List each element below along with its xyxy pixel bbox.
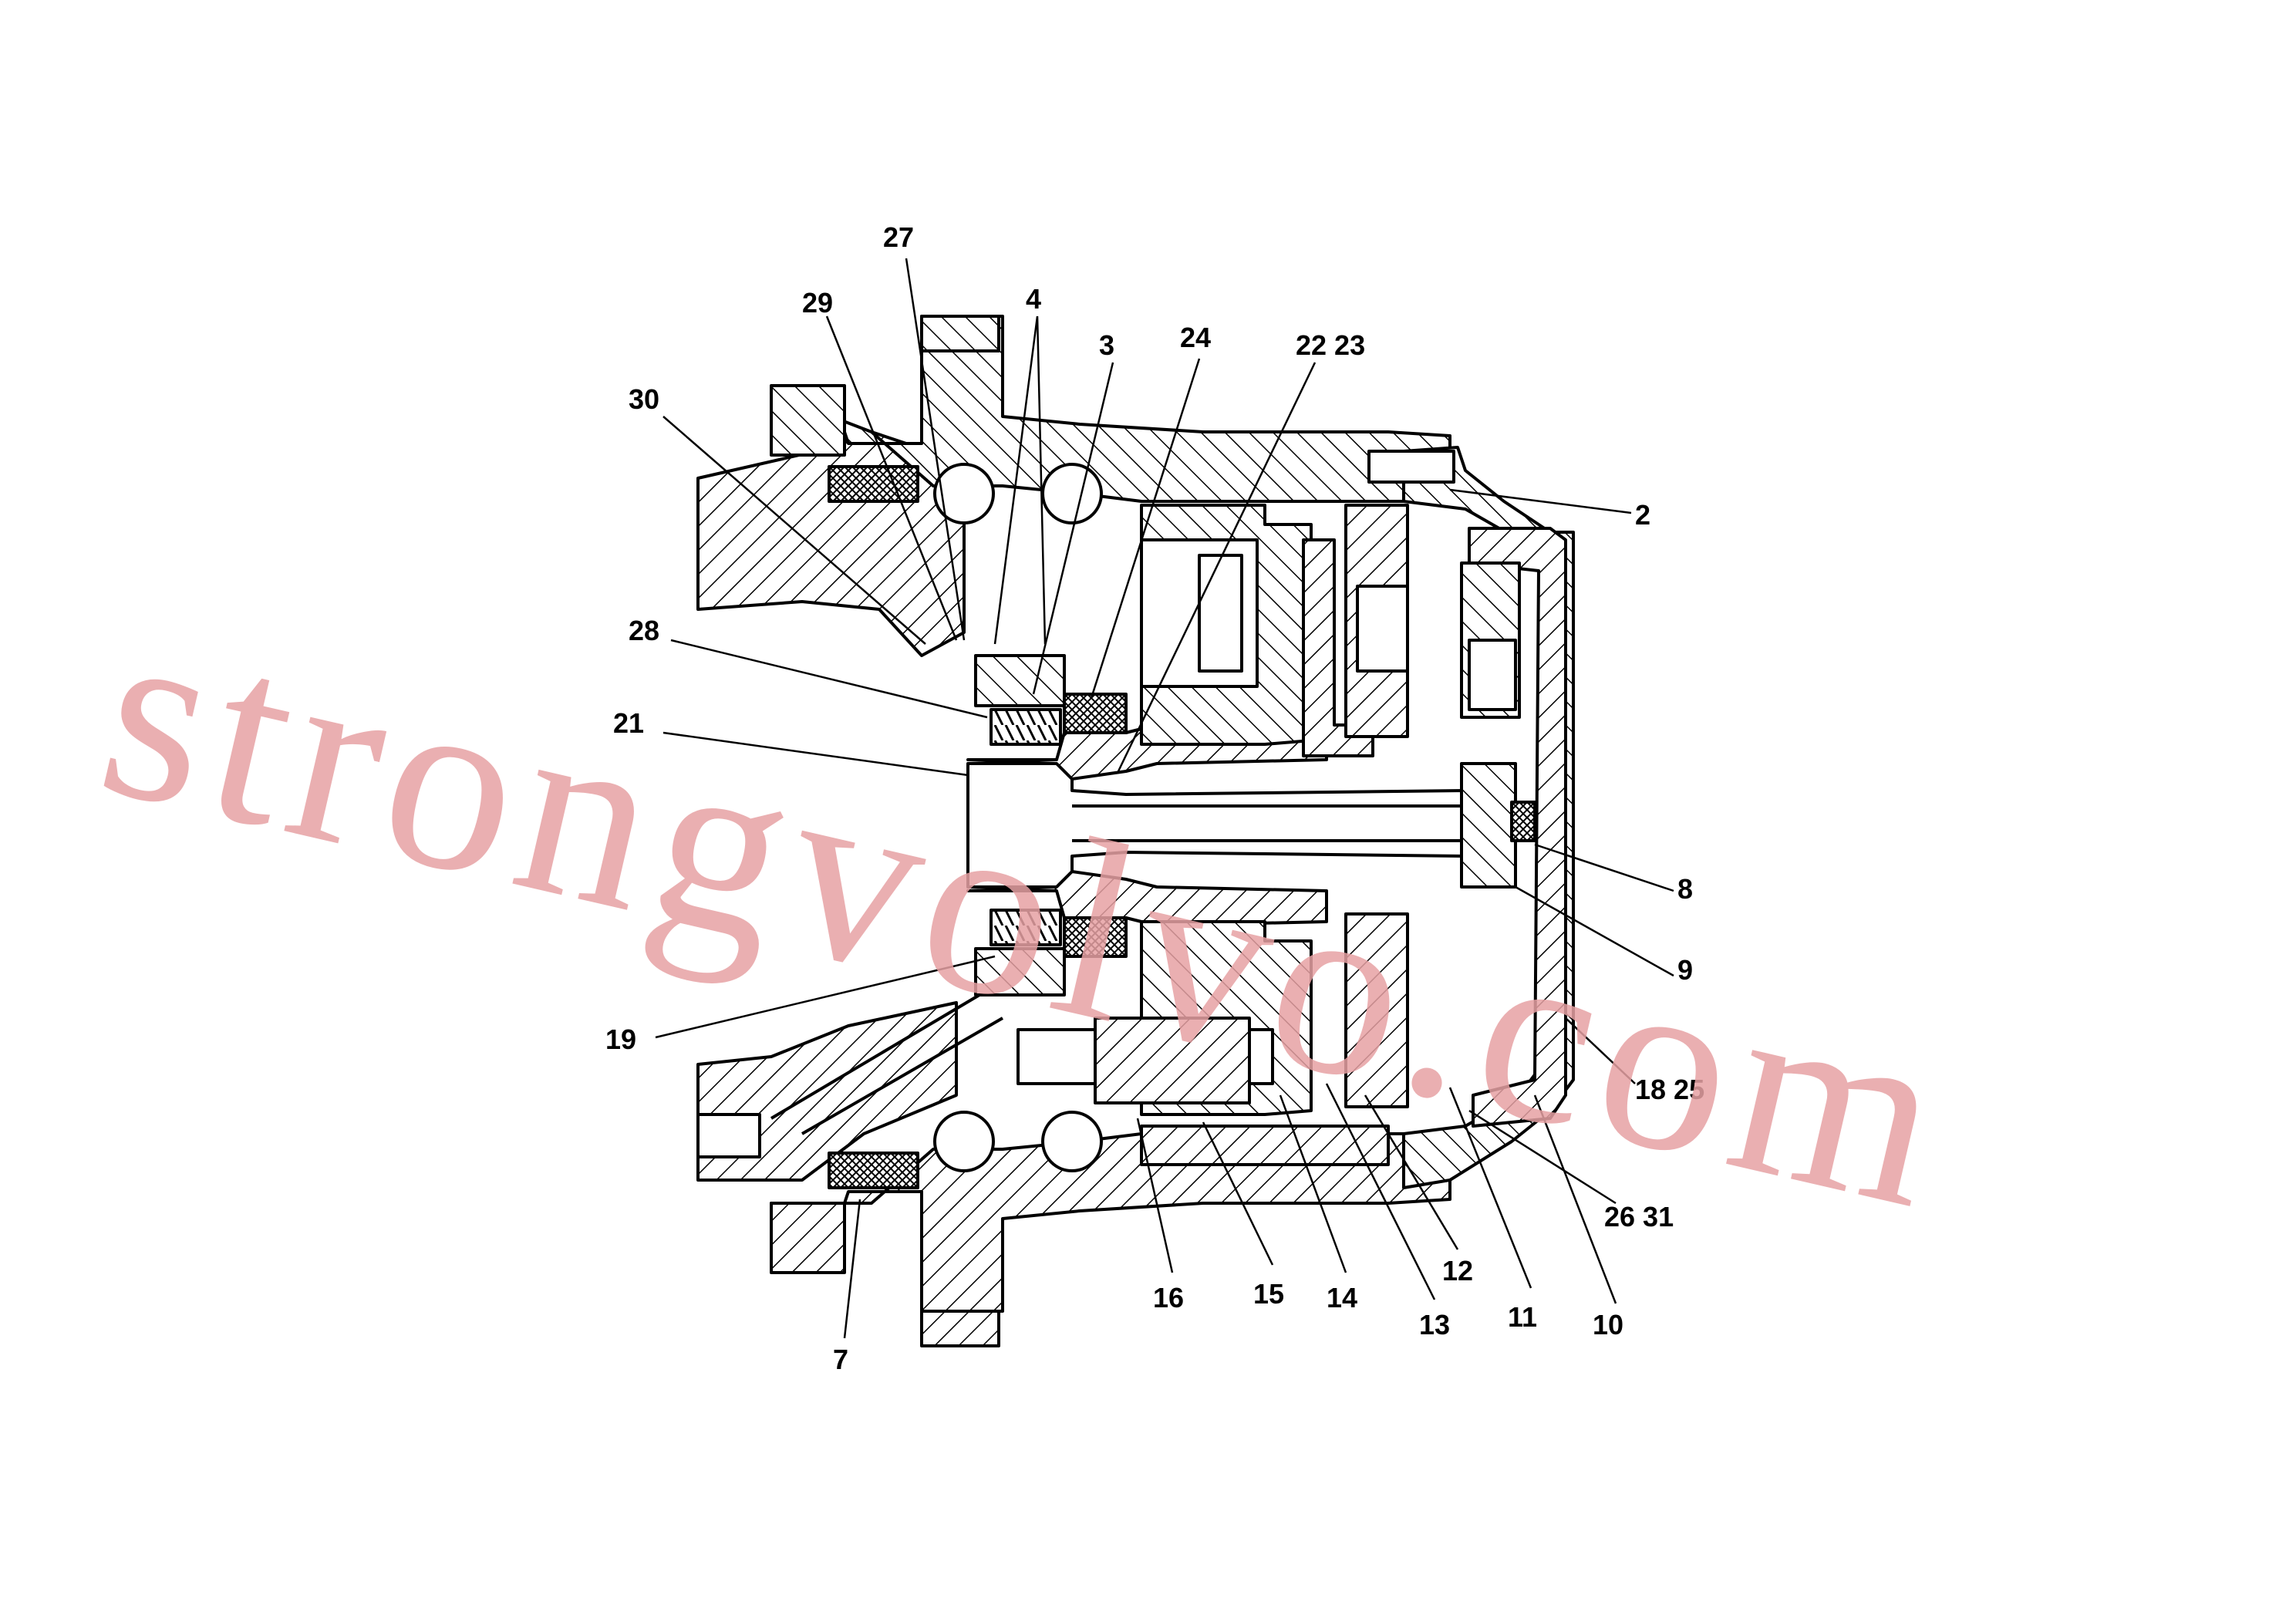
leader-30 — [663, 416, 926, 645]
callout-27: 27 — [883, 221, 914, 253]
callout-3: 3 — [1099, 329, 1114, 361]
brake-piston-upper — [974, 654, 1066, 707]
brake-discs-upper — [1063, 693, 1128, 734]
motor-drawing — [696, 315, 1575, 1347]
leader-7 — [843, 1199, 861, 1339]
callout-15: 15 — [1253, 1278, 1284, 1310]
lower-plug — [696, 1113, 761, 1158]
leader-29 — [825, 315, 958, 641]
callout-12: 12 — [1442, 1255, 1473, 1286]
brake-piston-lower — [974, 947, 1066, 996]
callout-2631: 26 31 — [1604, 1201, 1674, 1233]
callout-2223: 22 23 — [1296, 329, 1365, 361]
leader-21 — [663, 731, 969, 777]
callout-10: 10 — [1593, 1309, 1623, 1340]
planet-gear-lower — [1094, 1017, 1251, 1104]
callout-11: 11 — [1508, 1301, 1537, 1333]
leader-8 — [1534, 843, 1674, 892]
brake-discs-lower — [1063, 916, 1128, 958]
thrust-plate — [1460, 762, 1517, 889]
leader-15 — [1202, 1121, 1274, 1266]
callout-1825: 18 25 — [1635, 1074, 1704, 1105]
callout-2: 2 — [1635, 499, 1650, 531]
leader-lines — [655, 258, 1674, 1339]
second-stage-gear-lower — [1344, 912, 1409, 1108]
upper-ear-outer — [770, 384, 846, 457]
brake-hub-lower — [966, 870, 1328, 927]
leader-24 — [1090, 358, 1201, 699]
leader-9 — [1515, 885, 1674, 977]
callout-28: 28 — [629, 615, 659, 646]
leader-12 — [1364, 1094, 1459, 1250]
callout-8: 8 — [1677, 873, 1693, 905]
shaft-bore-line — [1072, 804, 1465, 842]
lower-ear-bottom — [920, 1310, 1000, 1347]
callout-21: 21 — [613, 707, 644, 739]
ring-gear-lower — [1140, 1125, 1390, 1166]
leader-19 — [655, 955, 996, 1039]
callout-4: 4 — [1026, 283, 1041, 315]
brake-spring-upper — [990, 708, 1062, 746]
leader-13 — [1325, 1083, 1436, 1300]
main-bearings — [933, 463, 1103, 1172]
callout-7: 7 — [833, 1344, 848, 1375]
callout-13: 13 — [1419, 1309, 1450, 1340]
output-bearing-inner — [1468, 639, 1517, 711]
leader-28 — [670, 639, 988, 719]
callout-29: 29 — [802, 287, 833, 319]
floating-seals — [828, 465, 919, 1189]
leader-11 — [1448, 1087, 1532, 1289]
leader-27 — [905, 258, 966, 641]
leader-2631 — [1468, 1109, 1617, 1205]
planet-bearing-upper — [1198, 554, 1243, 673]
callout-30: 30 — [629, 383, 659, 415]
cover-bolt — [1367, 450, 1455, 484]
upper-ear-top — [920, 315, 1000, 352]
callout-16: 16 — [1153, 1282, 1184, 1313]
leader-16 — [1136, 1118, 1174, 1273]
callout-24: 24 — [1180, 322, 1211, 353]
leader-1825 — [1565, 1017, 1636, 1084]
end-plug — [1510, 801, 1536, 842]
callout-19: 19 — [605, 1023, 636, 1055]
callout-labels: 27 29 4 3 24 22 23 30 2 28 21 8 9 19 18 … — [605, 221, 1704, 1375]
callout-9: 9 — [1677, 954, 1693, 986]
brake-spring-lower — [990, 909, 1062, 946]
leader-3 — [1032, 362, 1114, 695]
lower-internal-wedge — [770, 993, 1003, 1135]
leader-2 — [1449, 488, 1632, 514]
callout-14: 14 — [1327, 1282, 1357, 1313]
leader-4 — [993, 315, 1047, 645]
lower-ear-outer — [770, 1202, 846, 1274]
leader-14 — [1279, 1094, 1347, 1273]
leader-10 — [1533, 1094, 1617, 1304]
second-stage-bearing-upper — [1356, 585, 1409, 673]
leader-2223 — [1117, 362, 1317, 772]
